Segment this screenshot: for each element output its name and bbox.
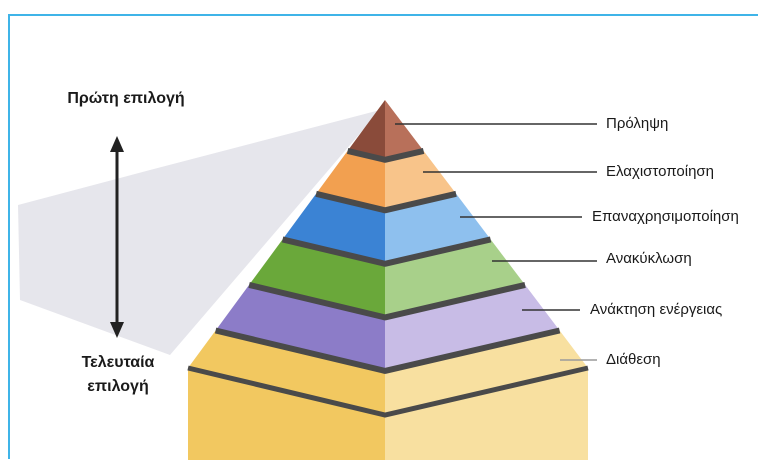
first-choice-label: Πρώτη επιλογή: [67, 90, 185, 107]
level-label-reuse: Επαναχρησιμοποίηση: [592, 208, 739, 225]
pyramid-shadow: [18, 110, 380, 355]
layer-reuse-left-face: [282, 193, 385, 264]
layer-prevention-left-face: [347, 100, 385, 160]
base-separator: [187, 365, 589, 418]
layer-prevention-right-face: [385, 100, 424, 160]
vertical-double-arrow: [110, 136, 124, 338]
layer-separator: [281, 236, 492, 267]
layer-separator: [214, 327, 561, 374]
layer-separator: [248, 281, 526, 321]
layer-reuse-right-face: [385, 193, 491, 264]
layer-recycling-left-face: [249, 239, 385, 318]
level-label-energy-recovery: Ανάκτηση ενέργειας: [590, 301, 723, 318]
layer-disposal-right-face: [385, 330, 588, 460]
layer-separator: [315, 190, 457, 214]
last-choice-label-line2: επιλογή: [87, 378, 149, 395]
layer-separator: [346, 147, 425, 163]
layer-energy-recovery-right-face: [385, 284, 560, 371]
last-choice-label-line1: Τελευταία: [81, 354, 155, 371]
level-label-recycling: Ανακύκλωση: [606, 250, 692, 267]
layer-disposal-left-face: [188, 330, 385, 460]
level-label-prevention: Πρόληψη: [606, 115, 669, 132]
level-label-minimisation: Ελαχιστοποίηση: [606, 163, 715, 180]
figure-frame: [8, 14, 758, 459]
layer-recycling-right-face: [385, 239, 526, 318]
layer-energy-recovery-left-face: [215, 284, 385, 371]
level-label-disposal: Διάθεση: [606, 351, 661, 368]
